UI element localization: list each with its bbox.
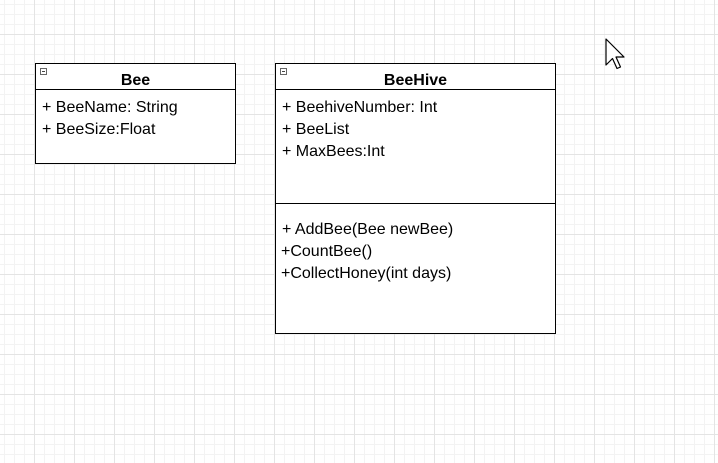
methods-section[interactable]: + AddBee(Bee newBee) +CountBee() +Collec… [276, 203, 555, 333]
attribute: + BeeSize:Float [42, 121, 156, 138]
mouse-pointer-icon [605, 38, 625, 70]
class-header: Bee [36, 64, 235, 90]
uml-class-bee[interactable]: Bee + BeeName: String + BeeSize:Float [35, 63, 236, 164]
method: +CollectHoney(int days) [281, 265, 452, 282]
method: +CountBee() [281, 243, 373, 260]
class-name: BeeHive [383, 72, 448, 89]
attributes-section[interactable]: + BeeName: String + BeeSize:Float [36, 90, 235, 163]
collapse-icon[interactable] [280, 68, 287, 75]
class-name: Bee [120, 72, 151, 89]
attribute: + BeeList [282, 121, 350, 138]
attribute: + BeehiveNumber: Int [282, 99, 438, 116]
attribute: + MaxBees:Int [282, 143, 385, 160]
attribute: + BeeName: String [42, 99, 178, 116]
class-header: BeeHive [276, 64, 555, 90]
attributes-section[interactable]: + BeehiveNumber: Int + BeeList + MaxBees… [276, 90, 555, 203]
uml-class-beehive[interactable]: BeeHive + BeehiveNumber: Int + BeeList +… [275, 63, 556, 334]
collapse-icon[interactable] [40, 68, 47, 75]
method: + AddBee(Bee newBee) [282, 221, 454, 238]
